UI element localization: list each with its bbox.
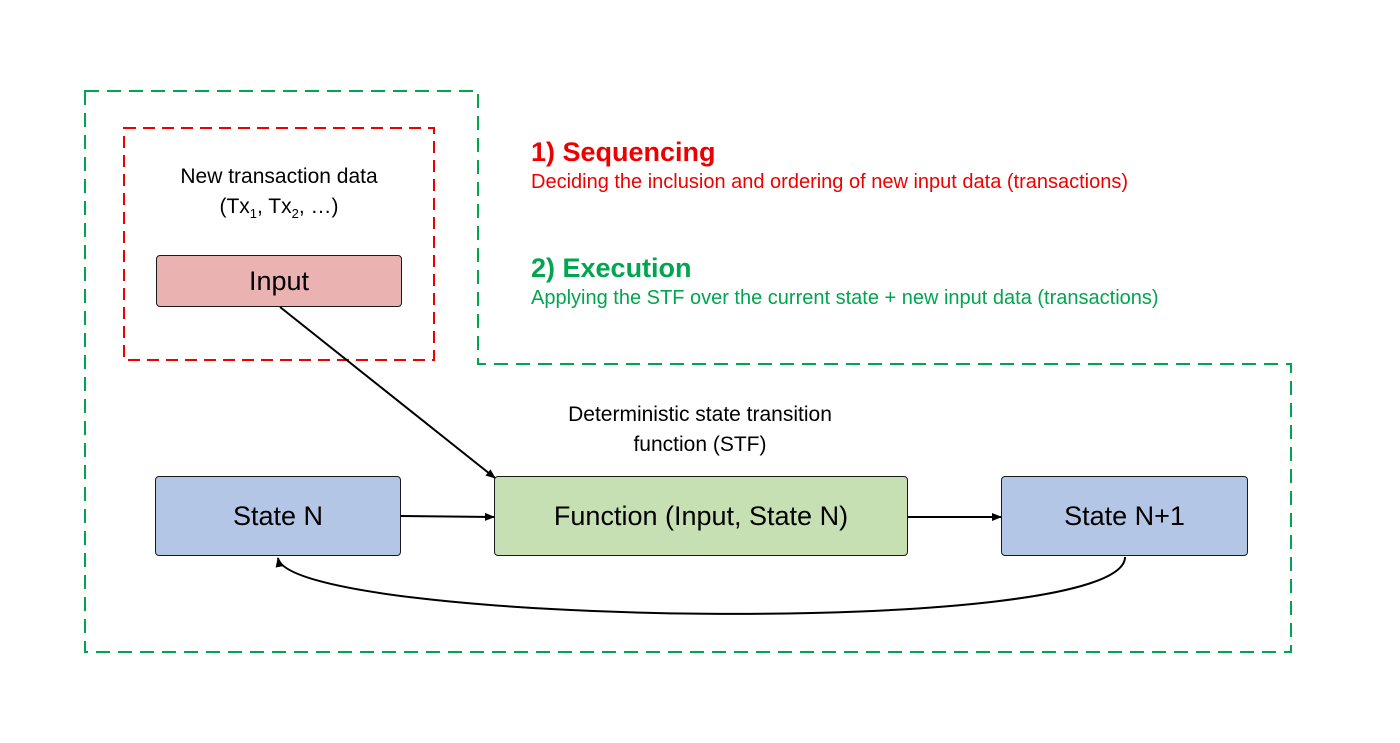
function-label: Function (Input, State N) bbox=[553, 500, 849, 531]
execution-section: 2) Execution Applying the STF over the c… bbox=[531, 252, 1159, 312]
sequencing-section: 1) Sequencing Deciding the inclusion and… bbox=[531, 136, 1128, 196]
transaction-list: (Tx1, Tx2, …) bbox=[124, 192, 434, 222]
arrow-feedback-loop bbox=[275, 556, 1126, 615]
state-n1-label: State N+1 bbox=[1064, 500, 1185, 531]
execution-heading: 2) Execution bbox=[531, 253, 692, 283]
state-n1-box: State N+1 bbox=[1001, 476, 1248, 556]
stf-caption: Deterministic state transition function … bbox=[500, 400, 900, 460]
input-box: Input bbox=[156, 255, 402, 307]
tx-close: , …) bbox=[298, 195, 339, 218]
new-transaction-caption-line1: New transaction data bbox=[180, 165, 378, 188]
tx-open: (Tx bbox=[219, 195, 250, 218]
sequencing-heading: 1) Sequencing bbox=[531, 137, 716, 167]
sequencing-description: Deciding the inclusion and ordering of n… bbox=[531, 171, 1129, 193]
tx-sub-2: 2 bbox=[291, 206, 299, 222]
state-n-label: State N bbox=[232, 500, 324, 531]
input-box-label: Input bbox=[248, 265, 310, 296]
sequencing-boundary bbox=[123, 127, 435, 361]
state-n-box: State N bbox=[155, 476, 401, 556]
execution-description: Applying the STF over the current state … bbox=[531, 287, 1159, 309]
arrow-input-to-function bbox=[279, 306, 496, 479]
arrow-staten-to-function bbox=[400, 512, 495, 521]
execution-boundary bbox=[84, 90, 1292, 653]
tx-mid: , Tx bbox=[257, 195, 292, 218]
tx-sub-1: 1 bbox=[249, 206, 258, 222]
new-transaction-caption: New transaction data (Tx1, Tx2, …) bbox=[124, 162, 434, 222]
stf-caption-line2: function (STF) bbox=[633, 433, 767, 456]
function-box: Function (Input, State N) bbox=[494, 476, 908, 556]
stf-caption-line1: Deterministic state transition bbox=[568, 403, 832, 426]
